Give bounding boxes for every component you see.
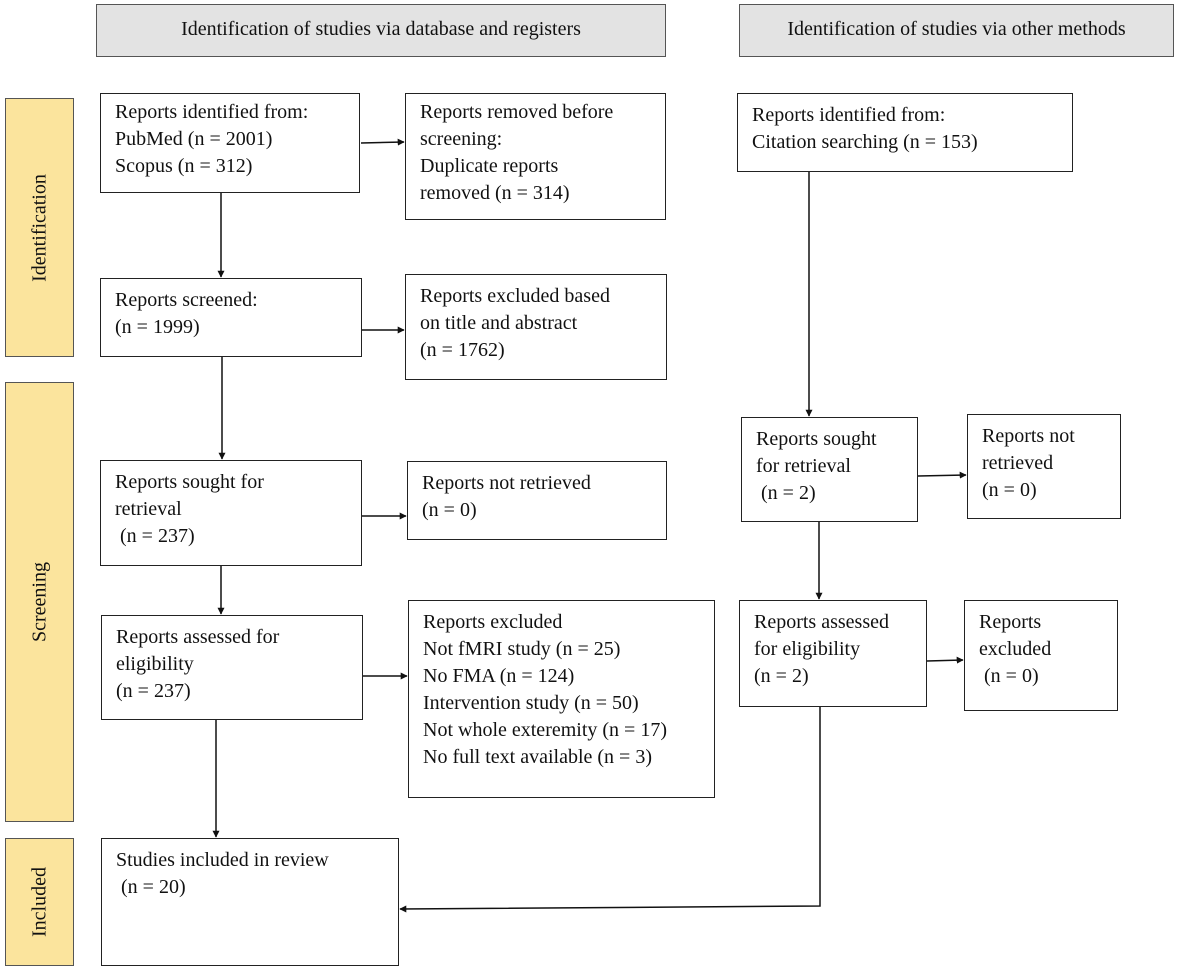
header-database: Identification of studies via database a… — [96, 4, 666, 57]
other-not-retrieved-line1: Reports not — [982, 425, 1075, 447]
assessed-count: (n = 237) — [116, 680, 191, 702]
removed-line2: screening: — [420, 128, 503, 150]
not-retrieved-title: Reports not retrieved — [422, 472, 591, 494]
box-other-excluded: Reports excluded (n = 0) — [964, 600, 1118, 711]
box-other-not-retrieved: Reports not retrieved (n = 0) — [967, 414, 1121, 519]
other-sought-line2: for retrieval — [756, 455, 851, 477]
arrow-identified-to-removed — [360, 138, 405, 146]
other-excluded-line1: Reports — [979, 611, 1042, 633]
assessed-line2: eligibility — [116, 653, 194, 675]
removed-line3: Duplicate reports — [420, 155, 559, 177]
not-retrieved-count: (n = 0) — [422, 499, 477, 521]
removed-line1: Reports removed before — [420, 101, 614, 123]
box-excluded-title-abstract: Reports excluded based on title and abst… — [405, 274, 667, 380]
included-title: Studies included in review — [116, 849, 329, 871]
identified-scopus: Scopus (n = 312) — [115, 155, 253, 177]
box-other-sought: Reports sought for retrieval (n = 2) — [741, 417, 918, 522]
excluded-ta-line1: Reports excluded based — [420, 285, 610, 307]
other-assessed-line1: Reports assessed — [754, 611, 889, 633]
excluded-ta-count: (n = 1762) — [420, 339, 505, 361]
box-studies-included: Studies included in review (n = 20) — [101, 838, 399, 966]
box-reports-identified: Reports identified from: PubMed (n = 200… — [100, 93, 360, 193]
other-not-retrieved-count: (n = 0) — [982, 479, 1037, 501]
other-identified-source: Citation searching (n = 153) — [752, 131, 978, 153]
assessed-line1: Reports assessed for — [116, 626, 280, 648]
identified-pubmed: PubMed (n = 2001) — [115, 128, 273, 150]
other-excluded-line2: excluded — [979, 638, 1052, 660]
box-other-identified: Reports identified from: Citation search… — [737, 93, 1073, 172]
box-reports-screened: Reports screened: (n = 1999) — [100, 278, 362, 357]
identified-title: Reports identified from: — [115, 101, 309, 123]
included-count: (n = 20) — [116, 876, 186, 898]
other-sought-count: (n = 2) — [756, 482, 816, 504]
sought-line1: Reports sought for — [115, 471, 264, 493]
other-identified-title: Reports identified from: — [752, 104, 946, 126]
other-assessed-line2: for eligibility — [754, 638, 861, 660]
box-reports-removed: Reports removed before screening: Duplic… — [405, 93, 666, 220]
other-not-retrieved-line2: retrieved — [982, 452, 1054, 474]
header-other-methods: Identification of studies via other meth… — [739, 4, 1174, 57]
excluded-title: Reports excluded — [423, 611, 563, 633]
other-sought-line1: Reports sought — [756, 428, 877, 450]
header-other-text: Identification of studies via other meth… — [787, 18, 1126, 40]
box-reports-sought: Reports sought for retrieval (n = 237) — [100, 460, 362, 566]
arrow-other-assessed-to-included — [399, 707, 821, 913]
box-reports-assessed: Reports assessed for eligibility (n = 23… — [101, 615, 363, 720]
excluded-reason: No FMA (n = 124) — [423, 665, 575, 687]
box-reports-excluded: Reports excluded Not fMRI study (n = 25)… — [408, 600, 715, 798]
other-excluded-count: (n = 0) — [979, 665, 1039, 687]
removed-line4: removed (n = 314) — [420, 182, 570, 204]
excluded-reason: No full text available (n = 3) — [423, 746, 652, 768]
stage-screening: Screening — [5, 382, 74, 822]
excluded-reason: Not fMRI study (n = 25) — [423, 638, 621, 660]
box-reports-not-retrieved: Reports not retrieved (n = 0) — [407, 461, 667, 540]
excluded-reason: Not whole exteremity (n = 17) — [423, 719, 667, 741]
sought-count: (n = 237) — [115, 525, 195, 547]
header-database-text: Identification of studies via database a… — [181, 18, 581, 40]
sought-line2: retrieval — [115, 498, 182, 520]
excluded-ta-line2: on title and abstract — [420, 312, 578, 334]
arrow-other-assessed-to-excluded — [926, 656, 964, 664]
stage-identification: Identification — [5, 98, 74, 357]
box-other-assessed: Reports assessed for eligibility (n = 2) — [739, 600, 927, 707]
stage-included: Included — [5, 838, 74, 966]
screened-title: Reports screened: — [115, 289, 258, 311]
excluded-reason: Intervention study (n = 50) — [423, 692, 639, 714]
arrow-other-sought-to-not-retrieved — [917, 471, 967, 479]
screened-count: (n = 1999) — [115, 316, 200, 338]
other-assessed-count: (n = 2) — [754, 665, 809, 687]
